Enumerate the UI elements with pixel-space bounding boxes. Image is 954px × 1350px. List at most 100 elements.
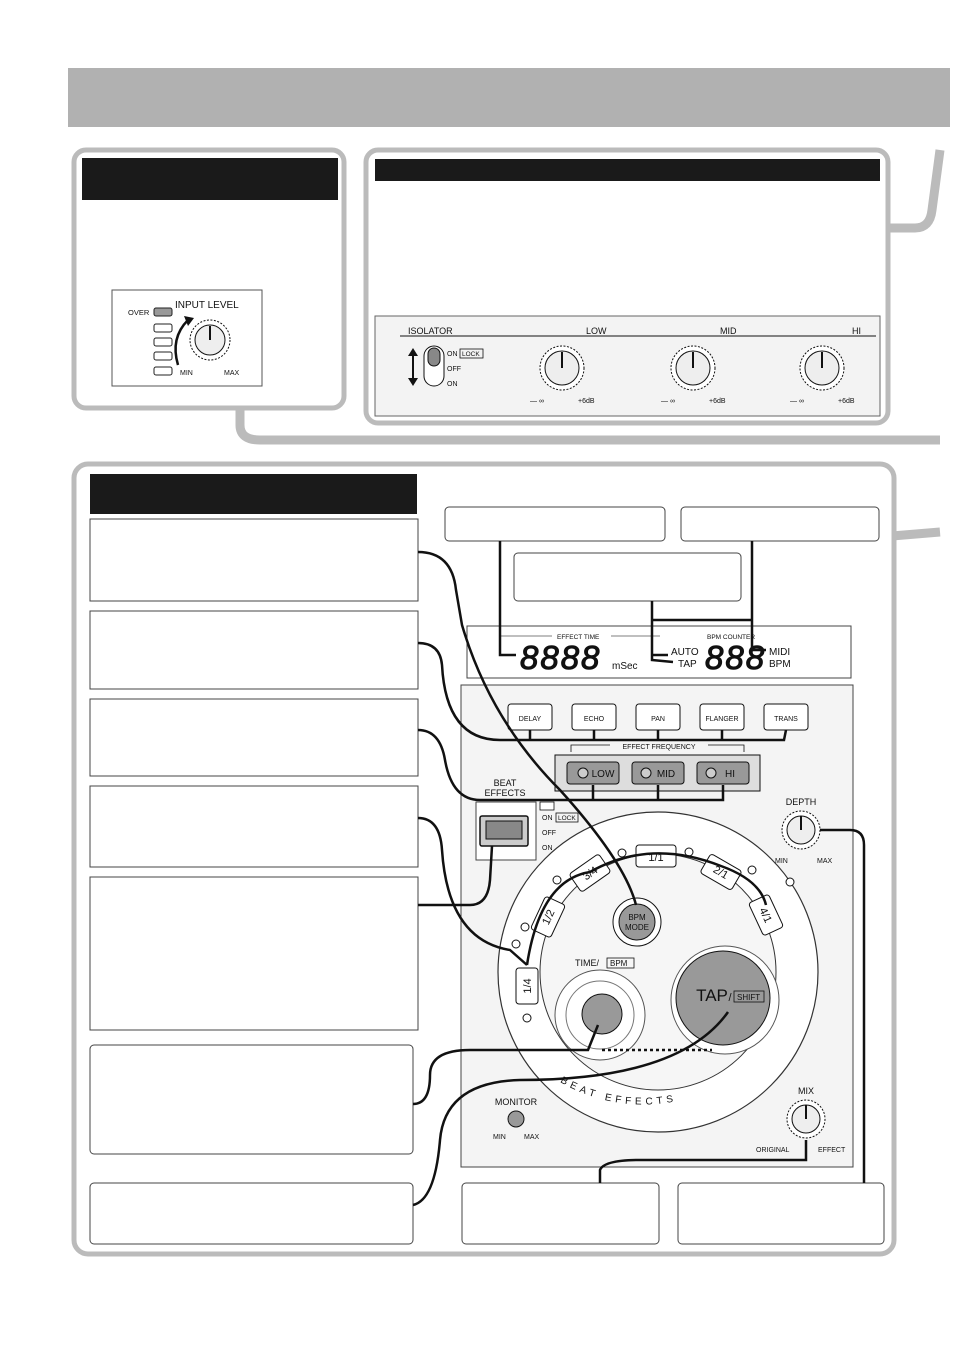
beat-effects-label-1: BEAT [494, 778, 517, 788]
input-max-label: MAX [224, 370, 240, 377]
connector-bottom [235, 408, 940, 445]
hi-knob-min: — ∞ [790, 398, 804, 405]
over-led [153, 307, 173, 317]
callout-mix [461, 1182, 660, 1245]
svg-text:ECHO: ECHO [584, 716, 605, 723]
effects-panel-title-bar [90, 474, 417, 514]
beat-indicator-dot-4 [552, 875, 562, 885]
beat-effects-switch[interactable] [479, 815, 529, 847]
svg-text:FLANGER: FLANGER [705, 716, 738, 723]
switch-arrow-down [408, 378, 418, 386]
pan-button[interactable]: PAN [635, 703, 681, 731]
callout-box-2 [89, 610, 419, 690]
input-panel-title-bar [82, 158, 338, 200]
beat-1-4-button[interactable]: 1/4 [515, 967, 539, 1005]
mid-knob-max: +6dB [709, 398, 726, 405]
time-bpm-box [606, 957, 635, 969]
input-min-label: MIN [180, 370, 193, 377]
svg-text:1/1: 1/1 [648, 852, 663, 864]
low-knob[interactable] [539, 345, 585, 391]
time-bpm-dial[interactable] [554, 969, 646, 1061]
over-label: OVER [128, 308, 150, 317]
bpm-mode-button[interactable]: BPM MODE [612, 897, 662, 947]
beat-indicator-dot-7 [522, 1013, 532, 1023]
callout-midi-bpm [680, 506, 880, 542]
svg-text:4/1: 4/1 [756, 906, 773, 925]
isolator-panel-title-bar [375, 159, 880, 181]
trans-button[interactable]: TRANS [763, 703, 809, 731]
beat-1-1-button[interactable]: 1/1 [635, 844, 677, 868]
time-bpm-label: BPM [610, 959, 628, 968]
auto-label: AUTO [671, 647, 699, 658]
low-band-label: LOW [586, 326, 607, 336]
callout-box-1 [89, 518, 419, 602]
effect-frequency-label-bg [610, 740, 708, 750]
callout-depth [677, 1182, 885, 1245]
callout-box-3 [89, 698, 419, 777]
freq-low-button[interactable]: LOW [566, 761, 620, 785]
isolator-illustration [374, 315, 881, 417]
svg-text:TAP: TAP [696, 986, 728, 1005]
effect-time-display: 8888 [520, 639, 601, 676]
svg-text:1/4: 1/4 [522, 978, 534, 993]
monitor-knob[interactable] [507, 1110, 525, 1128]
hi-band-label: HI [852, 326, 861, 336]
effect-time-label: EFFECT TIME [557, 634, 600, 641]
mix-label: MIX [798, 1086, 814, 1096]
input-level-label: INPUT LEVEL [175, 300, 239, 311]
mid-knob[interactable] [670, 345, 716, 391]
svg-text:BPM: BPM [628, 913, 646, 922]
freq-mid-button[interactable]: MID [631, 761, 685, 785]
beat-effects-label-2: EFFECTS [484, 788, 525, 798]
beat-switch-off: OFF [542, 830, 556, 837]
monitor-label: MONITOR [495, 1097, 538, 1107]
beat-lock-box [555, 812, 579, 823]
header-bar [68, 68, 950, 127]
tap-shift-button[interactable]: TAP / SHIFT [670, 945, 780, 1055]
beat-1-2-button[interactable]: 1/2 [530, 896, 566, 938]
beat-lock-label: LOCK [558, 815, 576, 822]
beat-switch-on: ON [542, 845, 553, 852]
switch-off-label: OFF [447, 366, 461, 373]
beat-indicator-dot-1 [617, 848, 627, 858]
bpm-counter-label: BPM COUNTER [707, 634, 755, 641]
callout-effect-time [444, 506, 666, 542]
depth-knob[interactable] [781, 810, 821, 850]
connector-right [888, 149, 945, 233]
beat-indicator-dot-5 [520, 922, 530, 932]
display-panel [466, 625, 852, 679]
hi-knob[interactable] [799, 345, 845, 391]
svg-text:PAN: PAN [651, 716, 665, 723]
svg-text:DELAY: DELAY [519, 716, 542, 723]
level-led-4 [153, 366, 173, 376]
callout-auto-tap [513, 552, 742, 602]
connector-lower-right [891, 527, 941, 541]
leader-lines [412, 541, 866, 1207]
delay-button[interactable]: DELAY [507, 703, 553, 731]
mix-knob[interactable] [786, 1099, 826, 1139]
level-arrow-head [184, 316, 194, 326]
switch-arrow-up [408, 348, 418, 356]
isolator-switch[interactable] [423, 345, 445, 387]
depth-max: MAX [817, 858, 833, 865]
monitor-max: MAX [524, 1134, 540, 1141]
beat-effects-led [539, 801, 555, 811]
svg-text:MID: MID [657, 769, 675, 780]
flanger-button[interactable]: FLANGER [699, 703, 745, 731]
svg-text:MODE: MODE [625, 923, 649, 932]
input-level-knob[interactable] [189, 319, 231, 361]
low-knob-max: +6dB [578, 398, 595, 405]
echo-button[interactable]: ECHO [571, 703, 617, 731]
lock-label: LOCK [462, 351, 480, 358]
callout-box-7 [89, 1182, 414, 1245]
tap-indicator-label: TAP [678, 659, 697, 670]
freq-hi-button[interactable]: HI [696, 761, 750, 785]
beat-4-1-button[interactable]: 4/1 [748, 894, 784, 936]
time-label: TIME/ [575, 958, 599, 968]
beat-indicator-dot-8 [785, 877, 795, 887]
depth-min: MIN [775, 858, 788, 865]
callout-box-4 [89, 785, 419, 868]
midi-label: MIDI [769, 647, 790, 658]
mid-knob-min: — ∞ [661, 398, 675, 405]
isolator-label: ISOLATOR [408, 326, 453, 336]
